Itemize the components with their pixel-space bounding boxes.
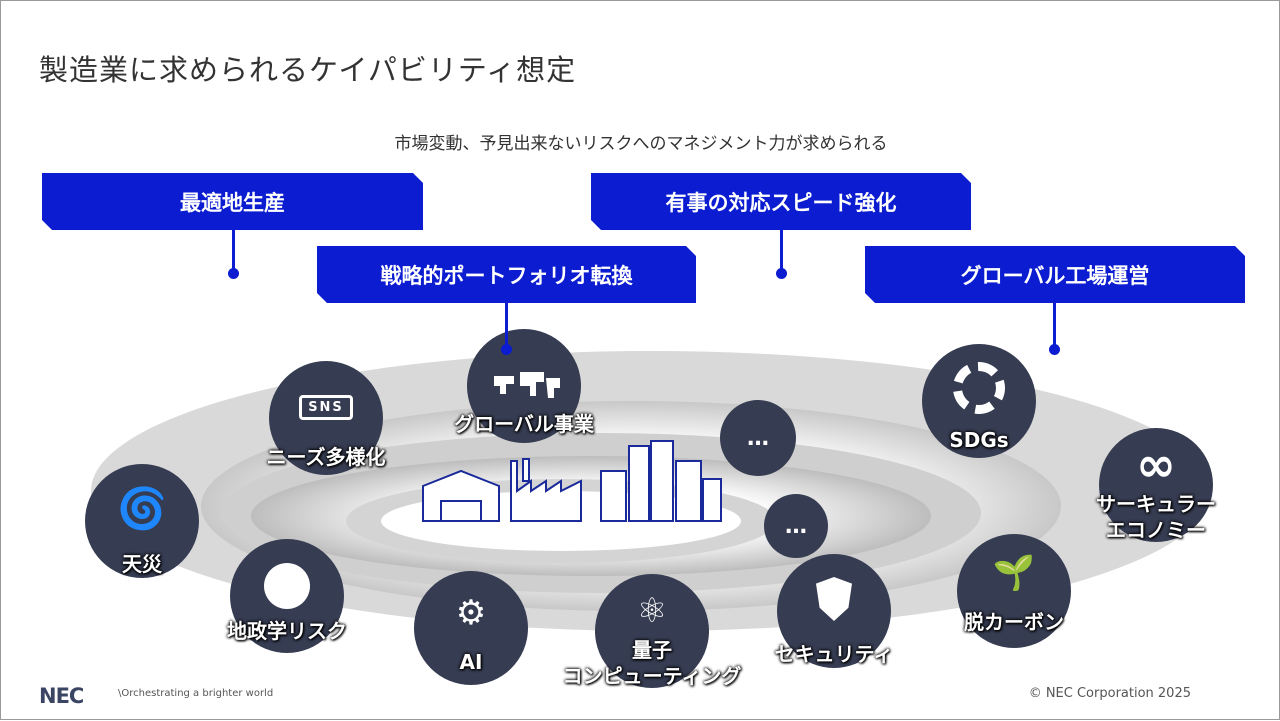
tag-global-factory: グローバル工場運営 bbox=[865, 246, 1245, 303]
world-map-icon bbox=[494, 372, 560, 398]
circle-geopolitical bbox=[230, 539, 344, 653]
page-title: 製造業に求められるケイパビリティ想定 bbox=[39, 53, 577, 87]
sprout-globe-icon: 🌱 bbox=[992, 553, 1036, 593]
connector bbox=[780, 229, 783, 271]
label-quantum-line1: 量子 bbox=[632, 638, 672, 662]
label-quantum-line2: コンピューティング bbox=[562, 664, 742, 688]
label-ai: AI bbox=[459, 650, 483, 674]
factory-icons bbox=[422, 440, 722, 522]
connector-dot bbox=[501, 344, 512, 355]
circle-more: … bbox=[720, 400, 796, 476]
connector-dot bbox=[776, 268, 787, 279]
circle-sdgs bbox=[922, 344, 1036, 458]
infinity-icon: ∞ bbox=[1136, 437, 1176, 493]
label-disaster: 天災 bbox=[122, 552, 162, 576]
connector bbox=[232, 229, 235, 271]
label-quantum: 量子コンピューティング bbox=[563, 637, 742, 689]
connector-dot bbox=[228, 268, 239, 279]
sdgs-wheel-icon bbox=[953, 362, 1005, 414]
label-geopolitical: 地政学リスク bbox=[227, 619, 347, 643]
circle-needs: SNS bbox=[269, 361, 383, 475]
label-circular: サーキュラーエコノミー bbox=[1096, 491, 1216, 543]
footer-tagline: \Orchestrating a brighter world bbox=[118, 688, 274, 699]
connector bbox=[1053, 303, 1056, 347]
globe-icon bbox=[264, 563, 310, 609]
shield-lock-icon bbox=[816, 577, 852, 621]
copyright: © NEC Corporation 2025 bbox=[1028, 686, 1191, 701]
label-security: セキュリティ bbox=[774, 642, 894, 666]
circle-circular: ∞ bbox=[1099, 428, 1213, 542]
nec-logo: NEC bbox=[39, 684, 84, 708]
circle-disaster: 🌀 bbox=[85, 464, 199, 578]
tag-emergency-speed: 有事の対応スピード強化 bbox=[591, 173, 971, 230]
circle-more: … bbox=[764, 494, 828, 558]
label-sdgs: SDGs bbox=[949, 428, 1009, 452]
circle-quantum: ⚛ bbox=[595, 574, 709, 688]
circle-decarbon: 🌱 bbox=[957, 534, 1071, 648]
tag-portfolio-shift: 戦略的ポートフォリオ転換 bbox=[317, 246, 696, 303]
label-circular-line2: エコノミー bbox=[1106, 518, 1206, 542]
connector bbox=[505, 303, 508, 347]
connector-dot bbox=[1049, 344, 1060, 355]
atom-icon: ⚛ bbox=[636, 591, 668, 631]
subtitle: 市場変動、予見出来ないリスクへのマネジメント力が求められる bbox=[394, 134, 888, 154]
label-global-business: グローバル事業 bbox=[454, 412, 594, 436]
ai-head-icon: ⚙ bbox=[455, 593, 487, 633]
tag-optimal-production: 最適地生産 bbox=[42, 173, 423, 230]
circle-security bbox=[777, 554, 891, 668]
label-decarbon: 脱カーボン bbox=[964, 610, 1064, 634]
circle-global-business bbox=[467, 329, 581, 443]
typhoon-icon: 🌀 bbox=[117, 486, 167, 532]
label-circular-line1: サーキュラー bbox=[1096, 492, 1216, 516]
circle-ai: ⚙ bbox=[414, 571, 528, 685]
sns-bubble-icon: SNS bbox=[299, 394, 353, 420]
label-needs: ニーズ多様化 bbox=[266, 445, 386, 469]
